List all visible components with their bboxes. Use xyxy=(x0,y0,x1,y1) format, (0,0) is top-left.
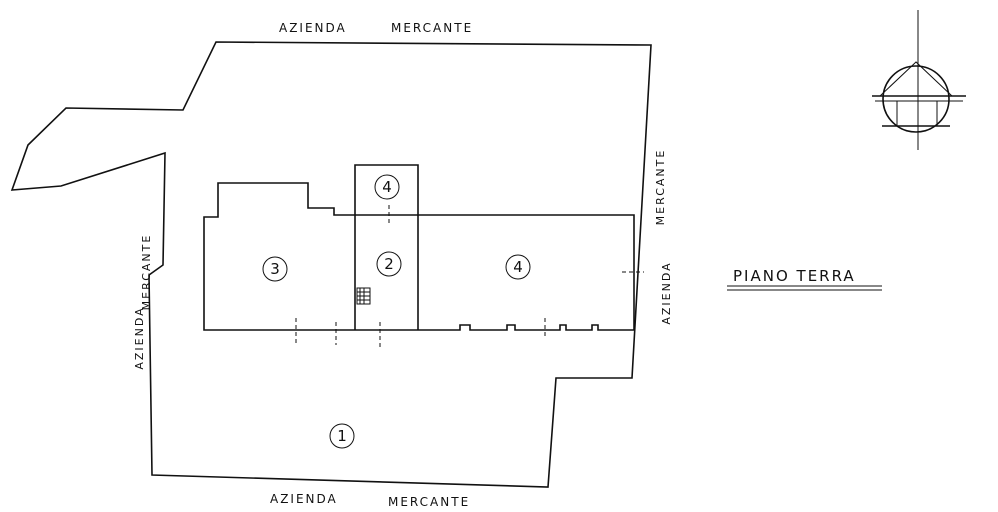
right-label-mercante: MERCANTE xyxy=(654,149,667,226)
bottom-label-azienda: AZIENDA xyxy=(270,492,338,506)
top-label-azienda: AZIENDA xyxy=(279,21,347,35)
stair-icon xyxy=(356,287,371,305)
area-4-right-marker: 4 xyxy=(505,254,531,280)
lot-boundary xyxy=(10,41,652,488)
area-2-number: 2 xyxy=(384,255,394,273)
left-label-azienda: AZIENDA xyxy=(133,306,146,369)
area-1-number: 1 xyxy=(337,427,347,445)
left-label-mercante: MERCANTE xyxy=(140,234,153,311)
area-3-number: 3 xyxy=(270,260,280,278)
area-1-marker: 1 xyxy=(329,423,355,449)
area-4-right-number: 4 xyxy=(513,258,523,276)
north-arrow-icon xyxy=(872,10,966,150)
area-3-marker: 3 xyxy=(262,256,288,282)
right-label-azienda: AZIENDA xyxy=(660,261,673,324)
plan-title: PIANO TERRA xyxy=(733,267,856,285)
top-label-mercante: MERCANTE xyxy=(391,21,473,35)
area-4-top-marker: 4 xyxy=(374,174,400,200)
area-2-marker: 2 xyxy=(376,251,402,277)
building-outline xyxy=(203,164,635,331)
bottom-label-mercante: MERCANTE xyxy=(388,495,470,509)
area-4-top-number: 4 xyxy=(382,178,392,196)
